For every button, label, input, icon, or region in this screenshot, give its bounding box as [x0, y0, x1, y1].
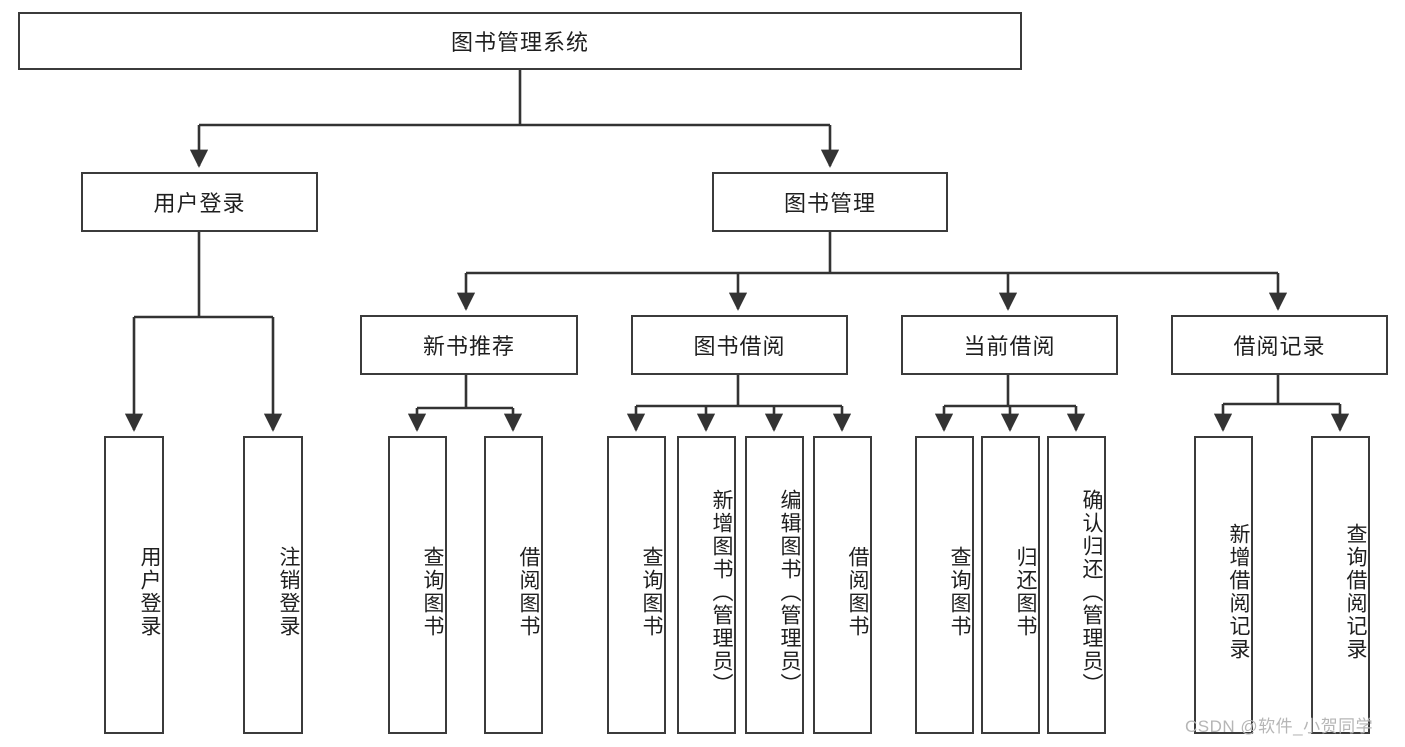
- node-label: 查询借阅记录: [1344, 523, 1367, 661]
- node-book-borrow[interactable]: 图书借阅: [631, 315, 848, 375]
- csdn-watermark: CSDN @软件_小贺同学: [1185, 717, 1374, 736]
- leaf-borrow-edit-book-admin[interactable]: 编辑图书（管理员）: [745, 436, 804, 734]
- leaf-newbook-borrow-book[interactable]: 借阅图书: [484, 436, 543, 734]
- node-label: 用户登录: [138, 546, 161, 638]
- leaf-user-login-signout[interactable]: 注销登录: [243, 436, 303, 734]
- leaf-current-return-book[interactable]: 归还图书: [981, 436, 1040, 734]
- node-label: 新增图书（管理员）: [710, 488, 733, 696]
- leaf-newbook-query-book[interactable]: 查询图书: [388, 436, 447, 734]
- leaf-records-query-record[interactable]: 查询借阅记录: [1311, 436, 1370, 734]
- leaf-current-query-book[interactable]: 查询图书: [915, 436, 974, 734]
- node-label: 借阅图书: [846, 546, 869, 638]
- leaf-borrow-query-book[interactable]: 查询图书: [607, 436, 666, 734]
- node-label: 图书管理系统: [450, 30, 589, 55]
- node-label: 注销登录: [277, 546, 300, 638]
- leaf-current-confirm-return-admin[interactable]: 确认归还（管理员）: [1047, 436, 1106, 734]
- node-current-borrow[interactable]: 当前借阅: [901, 315, 1118, 375]
- node-label: 查询图书: [421, 546, 444, 638]
- leaf-borrow-borrow-book[interactable]: 借阅图书: [813, 436, 872, 734]
- node-label: 图书借阅: [693, 334, 786, 359]
- node-root-system[interactable]: 图书管理系统: [18, 12, 1022, 70]
- leaf-borrow-add-book-admin[interactable]: 新增图书（管理员）: [677, 436, 736, 734]
- node-label: 新书推荐: [422, 334, 515, 359]
- node-label: 用户登录: [153, 191, 246, 216]
- node-book-management[interactable]: 图书管理: [712, 172, 948, 232]
- node-label: 新增借阅记录: [1227, 523, 1250, 661]
- node-label: 借阅记录: [1233, 334, 1326, 359]
- node-label: 归还图书: [1014, 546, 1037, 638]
- node-label: 查询图书: [640, 546, 663, 638]
- leaf-records-add-record[interactable]: 新增借阅记录: [1194, 436, 1253, 734]
- node-new-book-recommend[interactable]: 新书推荐: [360, 315, 578, 375]
- leaf-user-login-signin[interactable]: 用户登录: [104, 436, 164, 734]
- node-label: 确认归还（管理员）: [1080, 488, 1103, 696]
- node-label: 图书管理: [783, 191, 876, 216]
- node-user-login[interactable]: 用户登录: [81, 172, 318, 232]
- node-label: 当前借阅: [963, 334, 1056, 359]
- node-label: 查询图书: [948, 546, 971, 638]
- node-label: 借阅图书: [517, 546, 540, 638]
- node-borrow-records[interactable]: 借阅记录: [1171, 315, 1388, 375]
- node-label: 编辑图书（管理员）: [778, 488, 801, 696]
